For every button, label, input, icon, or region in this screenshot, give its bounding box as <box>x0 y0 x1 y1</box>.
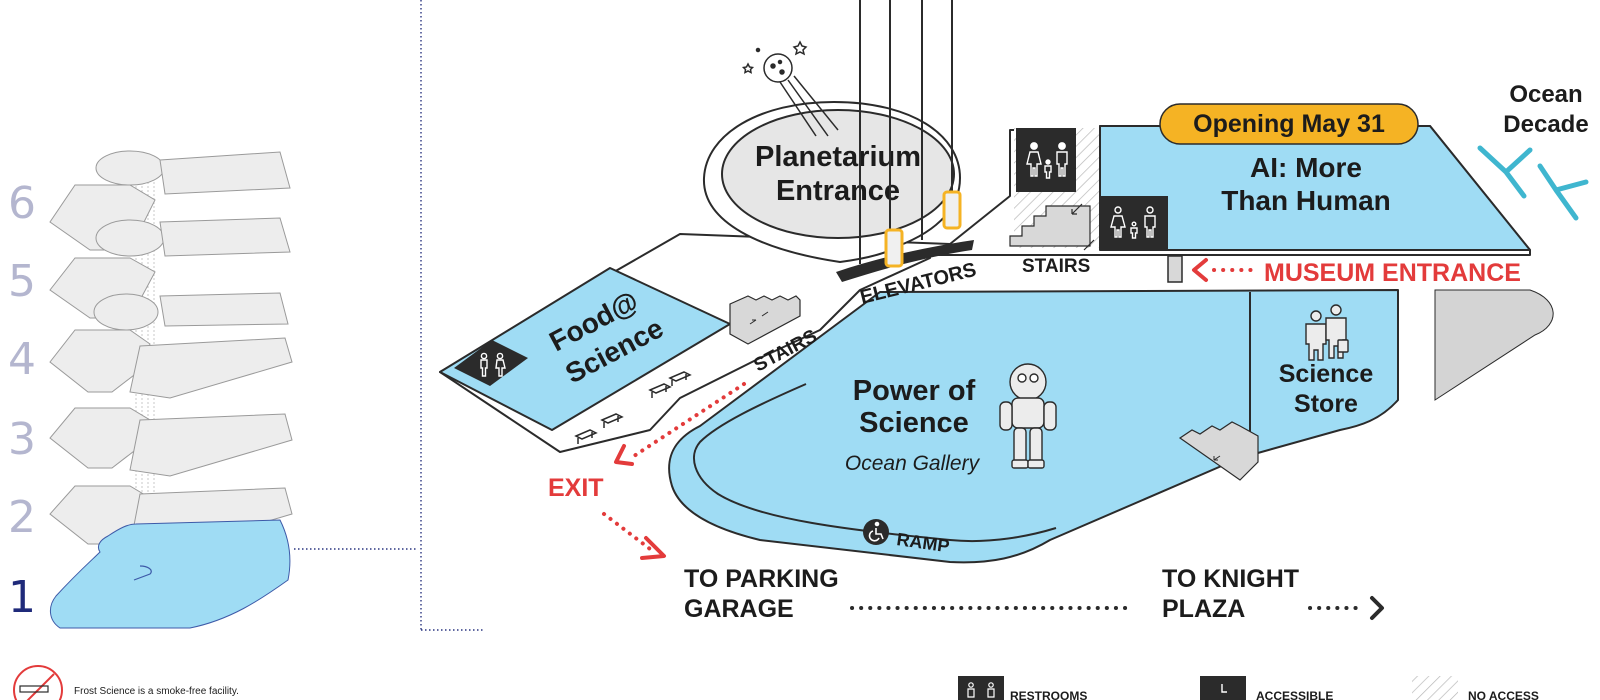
floor-number-4[interactable]: 4 <box>8 334 36 385</box>
ocean-decade-label-line1: Ocean <box>1509 81 1582 108</box>
parking-label-line1[interactable]: TO PARKING <box>684 565 839 593</box>
elevator-shafts <box>859 0 953 264</box>
accessible-icon <box>1200 676 1246 700</box>
floor-1-plan-current[interactable] <box>50 519 291 629</box>
hatch-icon <box>1412 676 1458 700</box>
legend-restrooms: RESTROOMS <box>958 676 1087 700</box>
restroom-icon[interactable] <box>1016 128 1076 192</box>
knight-plaza-arrow-icon <box>1370 596 1384 620</box>
entrance-door-icon[interactable] <box>1167 255 1183 283</box>
power-of-science-label-line2: Science <box>859 407 969 439</box>
museum-entrance-label[interactable]: MUSEUM ENTRANCE <box>1264 259 1521 287</box>
comet-icon <box>741 40 839 137</box>
ocean-gallery-sublabel: Ocean Gallery <box>845 452 981 475</box>
restroom-icon[interactable] <box>1100 196 1168 250</box>
opening-badge <box>1159 103 1419 145</box>
stairs-gallery-icon[interactable] <box>1178 421 1259 481</box>
legend-no-access: NO ACCESS <box>1412 676 1539 700</box>
legend-no-access-label: NO ACCESS <box>1468 689 1539 700</box>
planetarium-label-line1: Planetarium <box>755 141 921 173</box>
restroom-icon[interactable] <box>454 340 528 386</box>
planetarium-label-line2: Entrance <box>776 175 900 207</box>
science-store-label-line1: Science <box>1279 360 1374 388</box>
floor-number-1-current[interactable]: 1 <box>8 572 36 623</box>
science-store-label-line2: Store <box>1294 390 1358 418</box>
exit-arrow-icon <box>640 536 666 560</box>
opening-badge-text: Opening May 31 <box>1193 110 1385 138</box>
floor-number-2[interactable]: 2 <box>8 492 36 543</box>
floor-number-5[interactable]: 5 <box>8 256 36 307</box>
ocean-decade-label-line2: Decade <box>1503 111 1588 138</box>
entrance-arrow-icon <box>1192 258 1208 282</box>
legend-accessible: ACCESSIBLE <box>1200 676 1333 700</box>
exit-label[interactable]: EXIT <box>548 474 604 502</box>
planetarium-entrance[interactable]: Planetarium Entrance <box>702 100 962 264</box>
power-of-science-label-line1: Power of <box>853 375 976 407</box>
accessible-icon[interactable] <box>863 519 889 545</box>
stairs-left-icon[interactable] <box>729 295 801 345</box>
knight-plaza-label-line2[interactable]: PLAZA <box>1162 595 1245 623</box>
astronaut-diving-suit-icon <box>999 363 1057 469</box>
elevator-door-icon[interactable] <box>884 228 904 268</box>
stairs-top-icon[interactable] <box>1009 203 1095 251</box>
exit-arrow-icon <box>614 444 634 466</box>
elevators-wall <box>836 240 974 282</box>
legend-accessible-label: ACCESSIBLE <box>1256 689 1333 700</box>
family-icon <box>1305 304 1349 361</box>
legend-restrooms-label: RESTROOMS <box>1010 689 1087 700</box>
stairs-top-label: STAIRS <box>1022 256 1090 277</box>
floor-stack: 6 5 4 3 2 1 <box>8 0 484 631</box>
elevator-door-icon[interactable] <box>942 190 962 230</box>
floor-3-plan[interactable] <box>49 407 293 477</box>
ai-gallery-label-line2: Than Human <box>1221 185 1391 216</box>
floor-number-6[interactable]: 6 <box>8 178 36 229</box>
ai-gallery-label-line1: AI: More <box>1250 152 1362 183</box>
service-block <box>1434 289 1554 401</box>
parking-label-line2[interactable]: GARAGE <box>684 595 794 623</box>
no-smoking-icon <box>13 665 63 700</box>
bench-icon <box>574 371 692 444</box>
floor-number-3[interactable]: 3 <box>8 414 36 465</box>
knight-plaza-label-line1[interactable]: TO KNIGHT <box>1162 565 1299 593</box>
floor-4-plan[interactable] <box>49 292 293 399</box>
restroom-icon <box>958 676 1004 700</box>
sculpture-icon <box>1477 145 1589 221</box>
smoke-free-text: Frost Science is a smoke-free facility. <box>74 686 239 697</box>
